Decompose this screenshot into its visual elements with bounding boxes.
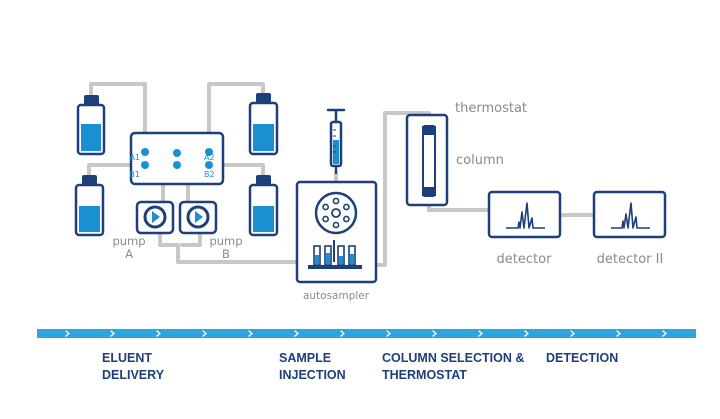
valve-port-a2: A2 [204, 153, 215, 162]
stage-detection: DETECTION [546, 350, 618, 367]
tube-bottle3-B1 [87, 163, 147, 177]
chromatogram-2-icon [611, 202, 650, 229]
valve-out-dot-2 [173, 161, 181, 169]
stage-label-line-1: SAMPLE [279, 351, 332, 365]
autosampler [295, 180, 378, 284]
valve-port-b1-dot [141, 161, 149, 169]
autosampler-label: autosampler [303, 290, 370, 302]
column-icon [422, 125, 436, 197]
solvent-bottle-3 [74, 175, 105, 237]
valve-port-b2-dot [205, 161, 213, 169]
detector [487, 190, 562, 239]
stage-sample-injection: SAMPLE INJECTION [279, 350, 346, 384]
tube-bottle1-A1 [89, 82, 147, 154]
stage-label-line-2: INJECTION [279, 368, 346, 382]
pump-a [135, 200, 175, 235]
stage-label-line-2: DELIVERY [102, 368, 165, 382]
stage-label-line-1: ELUENT [102, 351, 152, 365]
solvent-bottle-2 [248, 93, 279, 156]
stage-column-selection: COLUMN SELECTION & THERMOSTAT [382, 350, 524, 384]
process-flow-bar [37, 329, 696, 338]
thermostat-label: thermostat [455, 101, 527, 116]
detector-2 [592, 190, 667, 239]
sample-vials-icon [308, 240, 362, 269]
chevron-right-icons [65, 330, 667, 337]
tube-pumps-autosampler [158, 231, 300, 264]
pump-a-label-1: pump [112, 234, 145, 248]
pump-b-label-1: pump [209, 234, 242, 248]
thermostat [405, 113, 449, 207]
valve-port-b1: B1 [129, 170, 140, 179]
pump-b-label-2: B [222, 247, 230, 261]
tube-bottle4-B2 [207, 163, 265, 177]
stage-label-line-1: DETECTION [546, 351, 619, 365]
column-label: column [456, 153, 504, 168]
stage-eluent-delivery: ELUENT DELIVERY [102, 350, 164, 384]
solvent-bottle-4 [248, 175, 279, 237]
pump-a-label-2: A [125, 247, 133, 261]
tube-pumpB-merge [180, 231, 202, 247]
detector-2-label: detector II [597, 252, 664, 267]
syringe-icon [326, 108, 346, 174]
valve-port-a1: A1 [129, 153, 140, 162]
valve-port-a2-dot [205, 148, 213, 156]
solvent-valve: A1 B1 A2 B2 [129, 131, 225, 186]
tube-bottle2-A2 [207, 82, 265, 154]
stage-label-line-1: COLUMN SELECTION & [382, 351, 525, 365]
chromatogram-icon [506, 202, 545, 229]
valve-out-dot-1 [173, 149, 181, 157]
solvent-bottle-1 [76, 95, 106, 156]
valve-port-b2: B2 [204, 170, 215, 179]
detector-label: detector [497, 252, 553, 267]
pump-b [178, 200, 218, 235]
valve-port-a1-dot [141, 148, 149, 156]
stage-label-line-2: THERMOSTAT [382, 368, 467, 382]
